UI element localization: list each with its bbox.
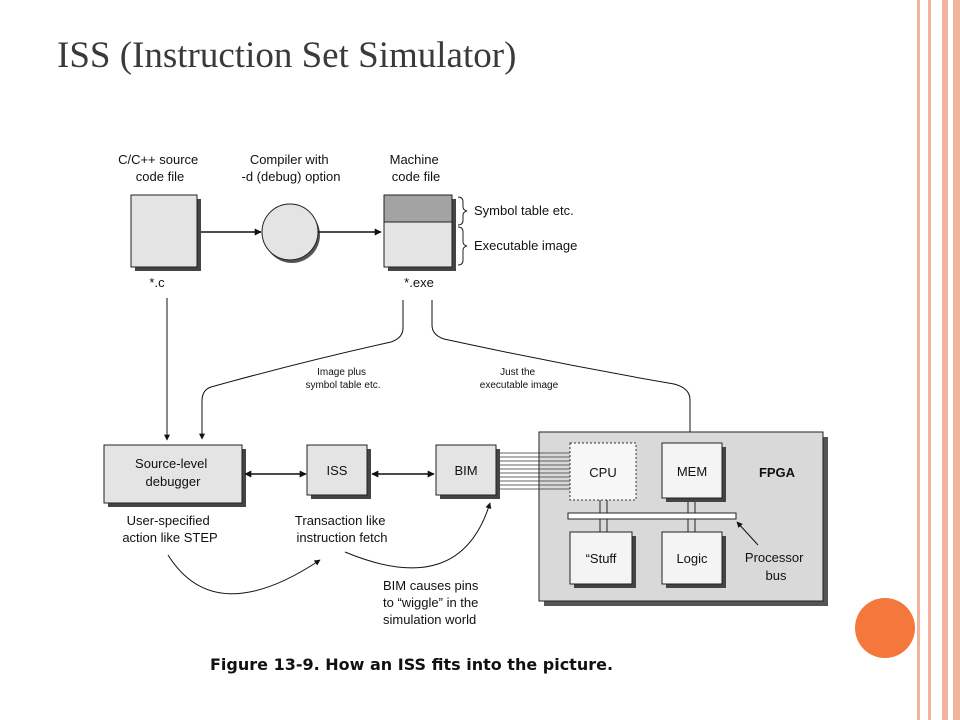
user-action-label: User-specified action like STEP <box>122 513 217 545</box>
symbol-table-label: Symbol table etc. <box>474 203 574 218</box>
arrow-exe-mem <box>431 300 693 439</box>
machine-code-label: Machine code file <box>390 152 443 184</box>
debugger-label: Source-level debugger <box>135 456 211 489</box>
arrow-action-transaction <box>167 554 321 595</box>
stuff-box <box>569 531 633 585</box>
debugger-box <box>103 444 243 504</box>
bus-link-cpu <box>599 500 608 513</box>
processor-bus <box>567 512 737 520</box>
arrow-transaction-bim <box>344 502 492 569</box>
slide-title: ISS (Instruction Set Simulator) <box>57 35 517 76</box>
arrow-exe-debugger <box>199 300 404 440</box>
fpga-label: FPGA <box>759 465 796 480</box>
mem-box <box>661 442 723 499</box>
frame-border-3 <box>942 0 948 720</box>
frame-border-2 <box>928 0 931 720</box>
source-file-box <box>130 194 198 268</box>
frame-border-1 <box>917 0 920 720</box>
brace-executable <box>457 226 468 266</box>
logic-label: Logic <box>676 551 708 566</box>
mem-label: MEM <box>677 464 707 479</box>
bus-link-mem <box>687 502 696 513</box>
bim-pin-wires <box>500 452 570 490</box>
compiler-circle <box>261 203 319 261</box>
logic-box <box>661 531 723 585</box>
accent-circle <box>855 598 915 658</box>
frame-border-4 <box>953 0 960 720</box>
iss-box <box>306 444 368 496</box>
executable-image-label: Executable image <box>474 238 577 253</box>
processor-bus-label: Processor bus <box>745 550 807 583</box>
symbol-table-section <box>383 194 453 223</box>
compiler-label: Compiler with -d (debug) option <box>241 152 340 184</box>
stuff-label: “Stuff <box>586 551 617 566</box>
processor-bus-pointer <box>736 521 759 546</box>
bim-box <box>435 444 497 496</box>
bim-label: BIM <box>454 463 477 478</box>
source-ext-label: *.c <box>149 275 165 290</box>
bus-link-stuff <box>599 519 608 532</box>
bim-causes-label: BIM causes pins to “wiggle” in the simul… <box>383 578 482 627</box>
iss-label: ISS <box>327 463 348 478</box>
figure-caption: Figure 13-9. How an ISS fits into the pi… <box>210 655 613 674</box>
source-file-label: C/C++ source code file <box>118 152 202 184</box>
just-executable-label: Just the executable image <box>480 367 559 391</box>
machine-ext-label: *.exe <box>404 275 434 290</box>
cpu-label: CPU <box>589 465 616 480</box>
brace-symbol-table <box>457 196 468 226</box>
cpu-box <box>569 442 637 501</box>
transaction-label: Transaction like instruction fetch <box>295 513 389 545</box>
image-plus-label: Image plus symbol table etc. <box>305 367 380 391</box>
bus-link-logic <box>687 519 696 532</box>
